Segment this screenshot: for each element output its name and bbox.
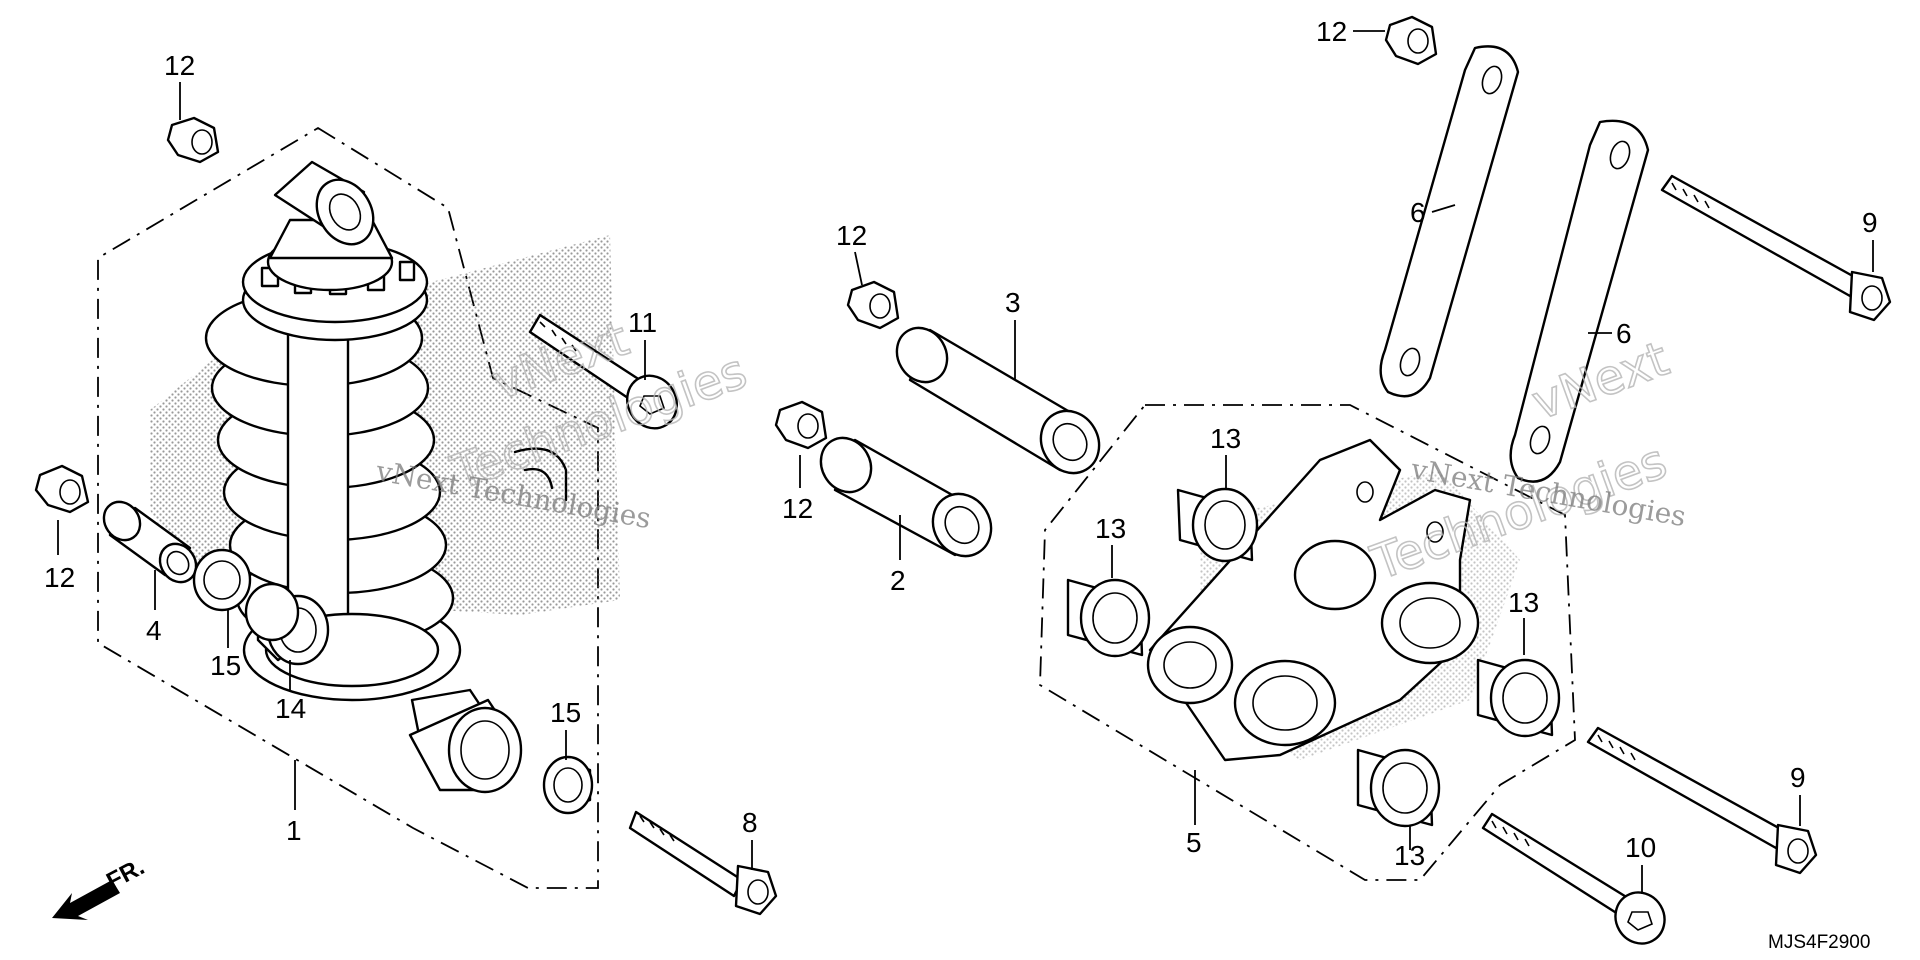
part-9-bolt-upper	[1660, 174, 1892, 322]
part-8-bolt	[628, 810, 778, 916]
shock-lower-eye	[408, 688, 523, 794]
shock-absorber-group	[97, 126, 620, 889]
callout-2: 2	[890, 565, 906, 596]
part-2-collar	[819, 436, 993, 558]
diagram-code: MJS4F2900	[1768, 932, 1870, 953]
callout-11: 11	[628, 307, 657, 338]
callout-6-left: 6	[1410, 197, 1426, 228]
callout-12-top-right: 12	[1316, 16, 1347, 47]
callout-9-upper: 9	[1862, 207, 1878, 238]
part-14-bearing	[244, 582, 330, 666]
callout-5: 5	[1186, 827, 1202, 858]
callout-6-right: 6	[1616, 318, 1632, 349]
part-13-bearing-c	[1476, 658, 1561, 738]
callout-14: 14	[275, 693, 306, 724]
callout-1: 1	[286, 815, 302, 846]
spring-adjuster-collar	[241, 218, 429, 342]
shock-arm-group	[1039, 404, 1576, 881]
part-13-bearing-b	[1066, 578, 1151, 658]
callout-13-d: 13	[1394, 840, 1425, 871]
part-6-link-left	[1379, 45, 1520, 398]
part-12-nut-top-left	[166, 116, 220, 164]
front-arrow-icon	[52, 880, 120, 920]
part-11-bolt	[528, 313, 678, 430]
part-12-nut-center-upper	[846, 280, 900, 330]
part-13-bearing-d	[1356, 748, 1441, 828]
callout-4: 4	[146, 615, 162, 646]
callout-12-center-upper: 12	[836, 220, 867, 251]
callout-15-lower: 15	[550, 697, 581, 728]
callout-15-upper: 15	[210, 650, 241, 681]
leader-lines	[57, 30, 1874, 894]
part-12-nut-top-right	[1384, 15, 1438, 66]
callout-10: 10	[1625, 832, 1656, 863]
part-15-seal-lower	[542, 755, 594, 815]
shock-upper-eye	[273, 160, 375, 246]
part-13-bearing-a	[1176, 487, 1259, 563]
part-12-nut-center-lower	[774, 400, 828, 450]
reservoir-hose	[513, 447, 568, 502]
part-6-link-right	[1509, 119, 1650, 483]
callout-labels: 12 12 4 15 14 1 11 15 8 12 12 3 2 12 6 6…	[44, 16, 1878, 871]
callout-13-c: 13	[1508, 587, 1539, 618]
callout-13-a: 13	[1210, 423, 1241, 454]
part-4-collar	[102, 500, 198, 584]
callout-9-lower: 9	[1790, 762, 1806, 793]
part-10-bolt	[1481, 812, 1666, 945]
part-3-collar	[895, 326, 1101, 475]
callout-8: 8	[742, 807, 758, 838]
part-9-bolt-lower	[1586, 726, 1818, 875]
callout-12-top-left: 12	[164, 50, 195, 81]
callout-12-left: 12	[44, 562, 75, 593]
callout-12-center-lower: 12	[782, 493, 813, 524]
part-12-nut-left	[34, 464, 90, 514]
part-15-seal-upper	[192, 548, 252, 612]
front-direction-indicator: FR.	[52, 853, 149, 920]
callout-13-b: 13	[1095, 513, 1126, 544]
callout-3: 3	[1005, 287, 1021, 318]
assembly-outline-arm	[1039, 404, 1576, 881]
